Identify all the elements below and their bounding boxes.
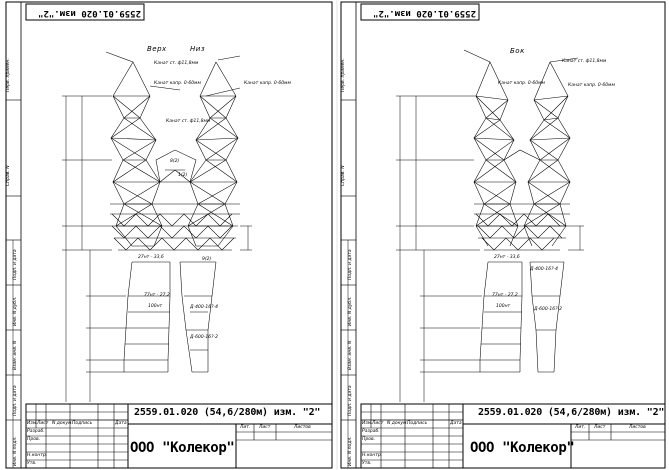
sheet-frame-right (340, 1, 666, 469)
annotation: Д-600-16?-2 (534, 307, 562, 312)
annotation: Д-400-16?-4 (190, 305, 218, 310)
sheet-separator (336, 0, 338, 470)
side-label: Подп. и дата (13, 249, 18, 280)
stamp-role: Утв. (27, 461, 37, 466)
stamp-role: Н.контр. (27, 453, 48, 458)
side-label: Инв. N подл. (348, 436, 353, 466)
stamp-header: N докум. (52, 421, 73, 426)
annotation: Канат капр. 0-60мм (154, 81, 201, 86)
annotation: 77нт - 27,2 (492, 293, 518, 298)
drawing-sheet-right: 2559.01.020 изм."2" Бок Канат ст. ф11,8м… (338, 0, 669, 470)
side-label: Подп. и дата (348, 385, 353, 416)
drawing-sheet-left: 2559.01.020 изм."2" Верх Низ Канат ст. ф… (5, 1, 333, 469)
annotation: 100нт (148, 304, 163, 309)
annotation: Д-400-16?-4 (530, 267, 558, 272)
stamp-header: Подпись (407, 421, 428, 426)
trawl-net-drawing-right (463, 49, 579, 373)
top-code: 2559.01.020 изм."2" (38, 8, 141, 18)
stamp-lit-header: Лист (594, 425, 606, 430)
view-label-top: Верх (147, 45, 167, 53)
view-label-bottom: Низ (190, 45, 206, 53)
stamp-header: Изм. (27, 421, 38, 426)
annotation: 77нт - 27,2 (144, 293, 170, 298)
stamp-header: Дата (115, 421, 127, 426)
side-label: Взам. инв. N (348, 340, 353, 370)
side-label: Инв. N подл. (13, 436, 18, 466)
annotation: 9(2) (202, 257, 212, 262)
stamp-role: Разраб. (362, 429, 380, 434)
stamp-lit-header: Лит. (575, 425, 586, 430)
side-label: Справ. N (6, 165, 11, 186)
annotation: Канат капр. 0-60мм (498, 81, 545, 86)
side-label: Справ. N (341, 165, 346, 186)
side-label: Инв. N дубл. (348, 296, 353, 326)
stamp-header: N докум. (387, 421, 408, 426)
side-label: Перв. примен. (341, 58, 346, 92)
side-label: Инв. N дубл. (13, 296, 18, 326)
company-name: ООО "Колекор" (470, 440, 575, 456)
stamp-header: Подпись (72, 421, 93, 426)
stamp-lit-header: Лит. (240, 425, 251, 430)
annotation: 27нт - 33,6 (138, 255, 164, 260)
stamp-lit-header: Лист (259, 425, 271, 430)
view-label-side: Бок (510, 47, 525, 55)
side-label: Подп. и дата (13, 385, 18, 416)
sheet-frame-left (5, 1, 333, 469)
annotation: 1(2) (178, 173, 188, 178)
stamp-role: Пров. (27, 437, 41, 442)
side-label: Подп. и дата (348, 249, 353, 280)
stamp-role: Утв. (362, 461, 372, 466)
annotation: Канат ст. ф11,8мм (154, 61, 199, 66)
annotation: 27нт - 33,6 (494, 255, 520, 260)
annotation: Д-600-16?-2 (190, 335, 218, 340)
stamp-lit-header: Листов (629, 425, 646, 430)
stamp-lit-header: Листов (294, 425, 311, 430)
annotation: Канат капр. 0-60мм (568, 83, 615, 88)
stamp-role: Н.контр. (362, 453, 383, 458)
company-name: ООО "Колекор" (130, 440, 235, 456)
top-code: 2559.01.020 изм."2" (373, 8, 476, 18)
stamp-header: Дата (450, 421, 462, 426)
stamp-role: Пров. (362, 437, 376, 442)
side-label: Взам. инв. N (13, 340, 18, 370)
side-label: Перв. примен. (6, 58, 11, 92)
annotation: Канат ст. ф11,8мм (562, 59, 607, 64)
stamp-header: Лист (372, 421, 384, 426)
document-code: 2559.01.020 (54,6/280м) изм. "2" (478, 407, 665, 418)
annotation: 8(2) (170, 159, 180, 164)
annotation: Канат ст. ф11,8мм (166, 119, 211, 124)
annotation: 100нт (496, 304, 511, 309)
trawl-net-drawing-left (105, 51, 241, 373)
document-code: 2559.01.020 (54,6/280м) изм. "2" (134, 407, 321, 418)
stamp-header: Изм. (362, 421, 373, 426)
annotation: Канат капр. 0-60мм (244, 81, 291, 86)
stamp-role: Разраб. (27, 429, 45, 434)
stamp-header: Лист (37, 421, 49, 426)
